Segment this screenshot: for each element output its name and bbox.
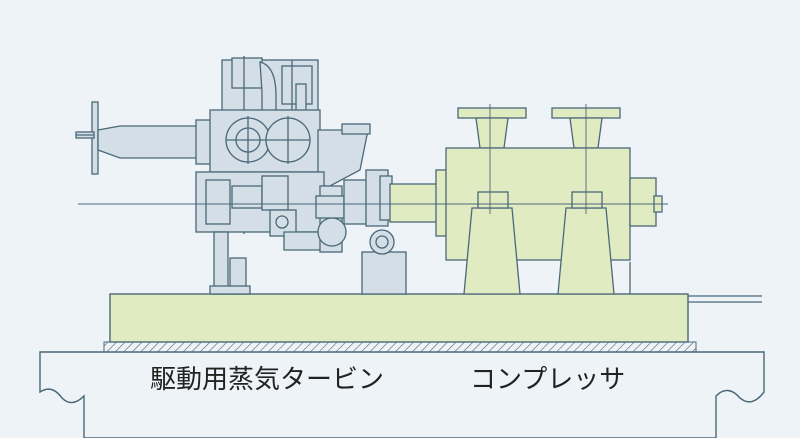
grout-hatch xyxy=(103,341,697,353)
base-plate xyxy=(109,293,762,343)
steam-turbine xyxy=(75,56,407,295)
compressor-label: コンプレッサ xyxy=(470,365,626,395)
hand-wheel-icon xyxy=(75,101,99,175)
foundation xyxy=(39,351,765,438)
compressor xyxy=(389,107,663,295)
turbine-label: 駆動用蒸気タービン xyxy=(150,365,385,395)
centerlines xyxy=(78,104,668,214)
